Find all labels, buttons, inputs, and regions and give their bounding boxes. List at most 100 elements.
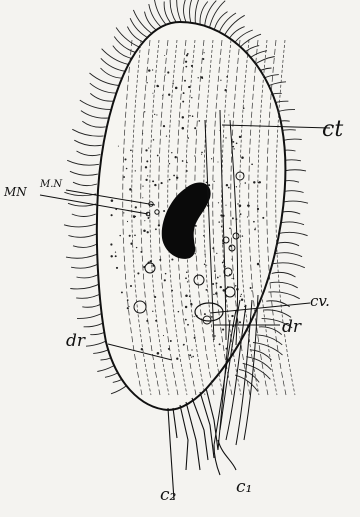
stipple-dot — [163, 210, 165, 212]
stipple-dot — [154, 296, 156, 298]
stipple-dot — [161, 182, 163, 184]
label-mn-small: M.N — [39, 179, 63, 190]
label-cv: cv. — [310, 292, 330, 310]
stipple-dot — [127, 307, 129, 309]
stipple-dot — [235, 285, 237, 287]
stipple-dot — [240, 296, 241, 297]
stipple-dot — [169, 163, 170, 164]
stipple-dot — [144, 220, 145, 221]
stipple-dot — [208, 184, 210, 186]
stipple-dot — [187, 281, 188, 282]
stipple-dot — [229, 228, 231, 230]
stipple-dot — [163, 335, 164, 336]
stipple-dot — [237, 203, 238, 204]
stipple-dot — [152, 180, 154, 182]
stipple-dot — [188, 137, 190, 139]
stipple-dot — [123, 176, 125, 178]
stipple-dot — [178, 311, 180, 313]
stipple-dot — [225, 205, 226, 206]
stipple-dot — [226, 76, 228, 78]
stipple-dot — [185, 61, 187, 63]
stipple-dot — [185, 294, 188, 297]
stipple-dot — [242, 235, 243, 236]
stipple-dot — [192, 356, 193, 357]
stipple-dot — [192, 115, 194, 117]
stipple-dot — [162, 95, 163, 96]
stipple-dot — [259, 181, 261, 183]
stipple-dot — [191, 304, 193, 306]
stipple-dot — [168, 94, 170, 96]
stipple-dot — [168, 348, 170, 350]
stipple-dot — [183, 92, 185, 94]
stipple-dot — [211, 158, 212, 159]
stipple-dot — [124, 158, 126, 160]
stipple-dot — [214, 270, 216, 272]
stipple-dot — [231, 259, 232, 260]
stipple-dot — [182, 127, 185, 130]
stipple-dot — [182, 101, 184, 103]
stipple-dot — [253, 221, 255, 223]
stipple-dot — [145, 179, 147, 181]
stipple-dot — [111, 214, 113, 216]
label-mn: MN — [3, 185, 27, 199]
label-dr-right: dr — [282, 317, 302, 337]
stipple-dot — [133, 215, 135, 217]
stipple-dot — [143, 230, 146, 233]
stipple-dot — [262, 217, 264, 219]
stipple-dot — [110, 255, 112, 257]
stipple-dot — [250, 287, 252, 289]
stipple-dot — [148, 69, 150, 71]
stipple-dot — [185, 277, 187, 279]
stipple-dot — [232, 146, 234, 148]
stipple-dot — [206, 265, 207, 266]
stipple-dot — [243, 107, 245, 109]
stipple-dot — [142, 133, 143, 134]
stipple-dot — [236, 186, 237, 187]
stipple-dot — [226, 184, 228, 186]
stipple-dot — [206, 289, 208, 291]
stipple-dot — [175, 87, 178, 90]
stipple-dot — [147, 175, 148, 176]
stipple-dot — [239, 204, 242, 207]
stipple-dot — [164, 55, 165, 56]
stipple-dot — [150, 260, 152, 262]
stipple-dot — [118, 146, 119, 147]
stipple-dot — [165, 273, 167, 275]
stipple-dot — [142, 185, 143, 186]
stipple-dot — [145, 166, 147, 168]
stipple-dot — [186, 162, 188, 164]
stipple-dot — [144, 111, 145, 112]
stipple-dot — [213, 294, 214, 295]
stipple-dot — [158, 224, 160, 226]
stipple-dot — [232, 141, 234, 143]
stipple-dot — [170, 340, 172, 342]
stipple-dot — [194, 316, 195, 317]
stipple-dot — [254, 229, 256, 231]
stipple-dot — [212, 283, 214, 285]
stipple-dot — [157, 155, 159, 157]
stipple-dot — [140, 251, 142, 253]
stipple-dot — [202, 58, 204, 60]
stipple-dot — [222, 329, 224, 331]
stipple-dot — [214, 335, 215, 336]
stipple-dot — [167, 71, 169, 73]
stipple-dot — [204, 253, 205, 254]
label-c1: c₁ — [236, 477, 252, 497]
stipple-dot — [201, 76, 203, 78]
stipple-dot — [189, 354, 191, 356]
stipple-dot — [220, 286, 222, 288]
stipple-dot — [127, 299, 129, 301]
stipple-dot — [189, 296, 191, 298]
stipple-dot — [172, 83, 173, 84]
stipple-dot — [241, 156, 244, 159]
stipple-dot — [194, 155, 195, 156]
stipple-dot — [240, 183, 241, 184]
stipple-dot — [119, 235, 120, 236]
stipple-dot — [215, 292, 217, 294]
stipple-dot — [240, 213, 242, 215]
stipple-dot — [137, 272, 139, 274]
stipple-dot — [201, 154, 202, 155]
stipple-dot — [169, 179, 171, 181]
stipple-dot — [220, 80, 221, 81]
label-c2: c₂ — [160, 485, 177, 505]
